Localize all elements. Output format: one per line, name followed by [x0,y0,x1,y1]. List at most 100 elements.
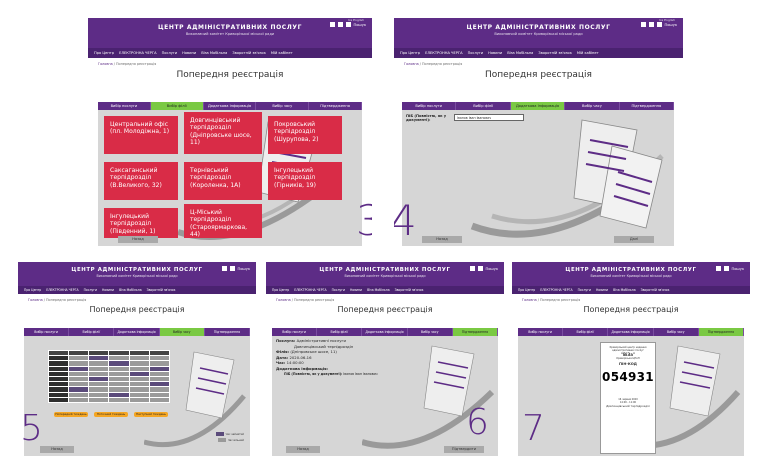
nav-item-services[interactable]: Послуги [331,288,345,292]
nav-item-news[interactable]: Новини [595,288,609,292]
step-confirm[interactable]: Підтвердження [698,328,744,336]
next-button[interactable]: Далі [614,236,654,243]
branch-tile-tsentralno-miskyi[interactable]: Ц-Міський терпідрозділ (Староярмаркова, … [184,204,262,238]
nav-item-services[interactable]: Послуги [467,51,484,55]
breadcrumb-home[interactable]: Головна [276,298,291,302]
nav-item-about[interactable]: Про Центр [518,288,536,292]
step-branch[interactable]: Вибір філії [563,328,609,336]
nav-item-queue[interactable]: ЕЛЕКТРОННА ЧЕРГА [425,51,463,55]
next-week-button[interactable]: Наступний тиждень [134,412,168,417]
facebook-icon[interactable] [648,22,654,27]
step-service[interactable]: Вибір послуги [24,328,70,336]
step-extra-info[interactable]: Додаткова інформація [114,328,160,336]
breadcrumb-home[interactable]: Головна [522,298,537,302]
pib-input[interactable]: Іванов Іван Іванович [454,114,524,121]
branch-tile-pokrovskyi[interactable]: Покровський терпідрозділ (Шурупова, 2) [268,116,342,154]
facebook-icon[interactable] [477,266,483,271]
current-week-button[interactable]: Поточний тиждень [94,412,128,417]
breadcrumb-home[interactable]: Головна [98,62,113,66]
step-confirm[interactable]: Підтвердження [205,328,250,336]
nav-item-about[interactable]: Про Центр [400,51,421,55]
step-time[interactable]: Вибір часу [256,102,310,110]
branch-tile-inhuletskyi-pivdennyi[interactable]: Інгулецький терпідрозділ (Південний, 1) [104,208,178,238]
nav-item-cabinet[interactable]: Мій кабінет [270,51,293,55]
search-label[interactable]: Пошук [237,266,251,271]
back-button[interactable]: Назад [118,236,158,243]
nav-item-feedback[interactable]: Зворотній зв'язок [394,288,424,292]
nav-item-queue[interactable]: ЕЛЕКТРОННА ЧЕРГА [46,288,79,292]
youtube-icon[interactable] [715,266,721,271]
nav-item-about[interactable]: Про Центр [94,51,115,55]
nav-item-news[interactable]: Новини [101,288,115,292]
nav-item-services[interactable]: Послуги [577,288,591,292]
step-confirm[interactable]: Підтвердження [620,102,674,110]
nav-item-visa[interactable]: Віза Мобільна [201,51,228,55]
nav-item-about[interactable]: Про Центр [24,288,42,292]
search-label[interactable]: Пошук [353,22,367,27]
step-extra-info[interactable]: Додаткова інформація [362,328,408,336]
slot-cell[interactable] [108,396,130,403]
step-extra-info[interactable]: Додаткова інформація [608,328,654,336]
back-button[interactable]: Назад [40,446,74,453]
step-branch[interactable]: Вибір філії [317,328,363,336]
back-button[interactable]: Назад [286,446,320,453]
nav-item-queue[interactable]: ЕЛЕКТРОННА ЧЕРГА [294,288,327,292]
youtube-icon[interactable] [329,22,335,27]
step-time[interactable]: Вибір часу [565,102,620,110]
youtube-icon[interactable] [640,22,646,27]
search-label[interactable]: Пошук [664,22,678,27]
nav-item-visa[interactable]: Віза Мобільна [367,288,390,292]
nav-item-feedback[interactable]: Зворотній зв'язок [232,51,266,55]
search-label[interactable]: Пошук [485,266,499,271]
breadcrumb-home[interactable]: Головна [28,298,43,302]
step-branch[interactable]: Вибір філії [69,328,115,336]
slot-cell[interactable] [68,396,90,403]
branch-tile-dovhyntsivskyi[interactable]: Довгинцівський терпідрозділ (Дніпровське… [184,112,262,154]
nav-item-feedback[interactable]: Зворотній зв'язок [538,51,572,55]
nav-item-visa[interactable]: Віза Мобільна [613,288,636,292]
language-switch[interactable]: Ua English [659,18,675,22]
branch-tile-saksahanskyi[interactable]: Саксаганський терпідрозділ (В.Великого, … [104,162,178,200]
breadcrumb-home[interactable]: Головна [404,62,419,66]
step-branch[interactable]: Вибір філії [150,102,204,110]
branch-tile-ternivskyi[interactable]: Тернівський терпідрозділ (Короленка, 1А) [184,162,262,200]
step-confirm[interactable]: Підтвердження [452,328,498,336]
step-service[interactable]: Вибір послуги [518,328,564,336]
branch-tile-inhuletskyi-hirnykiv[interactable]: Інгулецький терпідрозділ (Гірників, 19) [268,162,342,200]
facebook-icon[interactable] [229,266,235,271]
nav-item-feedback[interactable]: Зворотній зв'язок [146,288,176,292]
step-time[interactable]: Вибір часу [654,328,699,336]
step-extra-info[interactable]: Додаткова інформація [204,102,257,110]
search-label[interactable]: Пошук [731,266,745,271]
nav-item-visa[interactable]: Віза Мобільна [507,51,534,55]
nav-item-news[interactable]: Новини [349,288,363,292]
facebook-icon[interactable] [723,266,729,271]
step-confirm[interactable]: Підтвердження [309,102,362,110]
previous-week-button[interactable]: Попередній тиждень [54,412,88,417]
step-time[interactable]: Вибір часу [408,328,453,336]
back-button[interactable]: Назад [422,236,462,243]
nav-item-services[interactable]: Послуги [161,51,178,55]
youtube-icon[interactable] [221,266,227,271]
nav-item-news[interactable]: Новини [488,51,503,55]
confirm-button[interactable]: Підтвердити [444,446,484,453]
search-icon[interactable] [656,22,662,27]
nav-item-queue[interactable]: ЕЛЕКТРОННА ЧЕРГА [119,51,157,55]
step-extra-info[interactable]: Додаткова інформація [510,102,566,110]
step-time[interactable]: Вибір часу [159,328,205,336]
nav-item-cabinet[interactable]: Мій кабінет [576,51,599,55]
search-icon[interactable] [345,22,351,27]
nav-item-services[interactable]: Послуги [83,288,97,292]
nav-item-queue[interactable]: ЕЛЕКТРОННА ЧЕРГА [540,288,573,292]
slot-cell[interactable] [88,396,110,403]
facebook-icon[interactable] [337,22,343,27]
nav-item-news[interactable]: Новини [182,51,197,55]
nav-item-about[interactable]: Про Центр [272,288,290,292]
youtube-icon[interactable] [469,266,475,271]
step-branch[interactable]: Вибір філії [456,102,511,110]
step-service[interactable]: Вибір послуги [98,102,151,110]
step-service[interactable]: Вибір послуги [402,102,457,110]
step-service[interactable]: Вибір послуги [272,328,318,336]
language-switch[interactable]: Ua English [348,18,364,22]
slot-cell[interactable] [148,396,171,403]
